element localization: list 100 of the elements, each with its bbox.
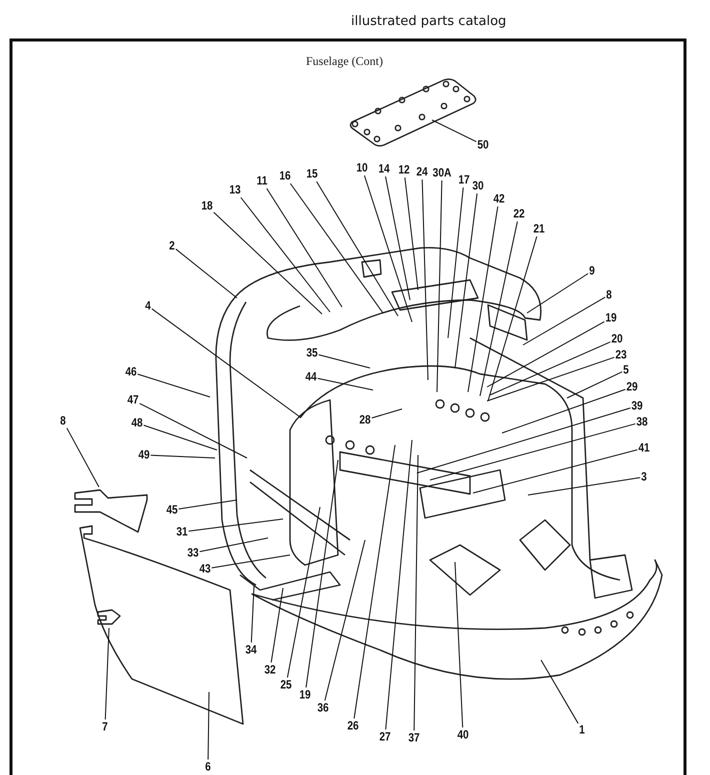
leader-line — [266, 188, 342, 308]
leader-line — [354, 444, 396, 719]
header-text: illustrated parts catalog — [351, 14, 506, 29]
callout-number: 36 — [317, 702, 329, 714]
leader-line — [385, 176, 410, 300]
leader-line — [528, 477, 641, 496]
leader-line — [526, 272, 589, 314]
leader-line — [318, 354, 370, 368]
callout-number: 47 — [127, 394, 139, 406]
callout-number: 1 — [579, 724, 585, 736]
callout-number: 49 — [138, 448, 150, 462]
callout-number: 35 — [306, 346, 318, 360]
callout-number: 30A — [432, 166, 452, 180]
leader-line — [486, 356, 615, 402]
leader-line — [324, 540, 366, 701]
leader-line — [416, 408, 631, 474]
leader-line — [250, 586, 254, 643]
leader-line — [502, 388, 626, 434]
leader-line — [211, 554, 290, 568]
callout-number: 43 — [199, 562, 211, 576]
leader-line — [175, 248, 238, 298]
leader-line — [316, 181, 398, 316]
callout-number: 33 — [187, 546, 199, 560]
callout-number: 40 — [457, 728, 469, 742]
leader-line — [208, 692, 210, 760]
callout-number: 44 — [305, 370, 317, 384]
leader-line — [422, 179, 428, 380]
leader-line — [566, 371, 623, 398]
fairing-drawing — [74, 488, 150, 534]
leader-line — [188, 518, 284, 532]
leader-line — [137, 374, 210, 398]
leader-line — [385, 440, 412, 730]
leader-line — [414, 454, 418, 731]
callout-number: 7 — [102, 720, 108, 734]
leader-line — [488, 236, 538, 402]
callout-number: 29 — [626, 380, 638, 394]
callout-number: 22 — [513, 208, 525, 220]
callout-number: 26 — [347, 720, 359, 732]
callout-number: 18 — [201, 200, 213, 212]
leader-line — [213, 212, 322, 314]
callout-number: 41 — [638, 442, 650, 454]
callout-number: 9 — [589, 264, 595, 278]
callout-number: 15 — [306, 168, 318, 180]
leader-line — [448, 187, 464, 338]
callout-number: 28 — [359, 414, 371, 426]
leader-line — [540, 660, 579, 724]
leader-line — [317, 378, 374, 390]
leader-line — [240, 197, 330, 312]
callout-number: 19 — [299, 688, 311, 702]
callout-number: 14 — [378, 162, 390, 176]
callout-number: 13 — [229, 184, 241, 196]
callout-number: 8 — [60, 414, 66, 428]
leader-line — [286, 506, 320, 678]
callout-number: 24 — [416, 166, 428, 178]
leader-line — [306, 460, 338, 688]
callout-number: 4 — [145, 300, 151, 312]
leader-line — [486, 321, 605, 388]
leader-line — [472, 449, 638, 494]
leader-line — [480, 221, 518, 396]
leader-line — [143, 424, 218, 450]
callout-number: 5 — [623, 364, 629, 376]
leader-line — [436, 180, 442, 392]
leader-line — [454, 193, 478, 368]
callout-number: 38 — [636, 416, 648, 428]
callout-number: 46 — [125, 366, 137, 378]
callout-number: 25 — [280, 678, 292, 692]
callout-number: 31 — [176, 526, 188, 538]
callout-number: 6 — [205, 760, 211, 774]
leader-line — [139, 402, 248, 458]
leader-line — [66, 428, 100, 488]
callout-number: 11 — [256, 174, 268, 188]
callout-number: 16 — [279, 170, 291, 182]
callout-number: 27 — [379, 730, 391, 744]
callout-number: 45 — [166, 504, 178, 516]
leader-line — [150, 454, 216, 458]
callout-number: 48 — [131, 416, 143, 430]
callout-number: 21 — [533, 222, 545, 236]
leader-line — [490, 341, 611, 396]
callout-number: 34 — [245, 644, 257, 656]
callout-number: 39 — [631, 400, 643, 412]
callout-number: 19 — [605, 312, 617, 324]
callout-number: 42 — [493, 192, 505, 206]
callout-number: 30 — [472, 180, 484, 192]
leader-line — [104, 628, 110, 720]
callout-number: 8 — [606, 288, 612, 302]
leader-line — [454, 562, 464, 728]
callout-number: 12 — [398, 164, 410, 176]
callout-number: 2 — [169, 240, 175, 252]
leader-line — [364, 175, 412, 322]
callout-number: 37 — [408, 732, 420, 744]
callout-number: 10 — [356, 162, 368, 174]
leader-line — [468, 206, 498, 392]
leader-line — [371, 408, 402, 419]
leader-line — [404, 177, 418, 290]
leader-line — [430, 423, 636, 480]
leader-line — [270, 588, 284, 663]
callout-number: 50 — [477, 138, 489, 152]
leader-line — [290, 183, 384, 314]
figure-title: Fuselage (Cont) — [306, 54, 383, 69]
callout-number: 32 — [264, 664, 276, 676]
